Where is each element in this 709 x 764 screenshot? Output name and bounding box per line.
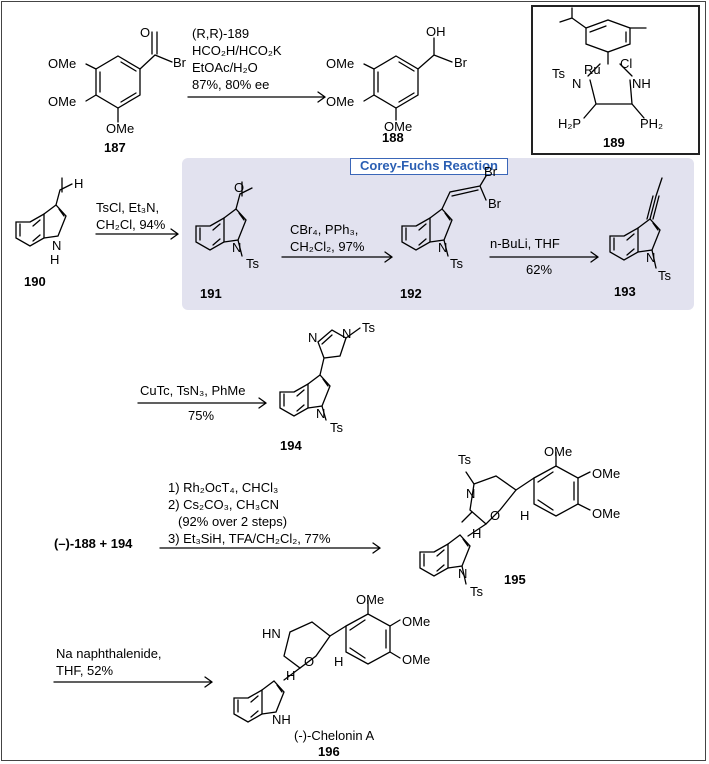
- atom-ome: OMe: [402, 614, 431, 629]
- atom-ru: Ru: [584, 62, 601, 77]
- atom-h: H: [286, 668, 296, 683]
- catalyst-box: [531, 5, 700, 155]
- corey-fuchs-highlight: [182, 158, 694, 310]
- atom-ome: OMe: [48, 56, 77, 71]
- compound-number: 187: [104, 140, 126, 155]
- reaction-arrows: [53, 91, 600, 688]
- reagent-text: 2) Cs₂CO₃, CH₃CN: [168, 497, 279, 512]
- atom-ts: Ts: [362, 320, 375, 335]
- reagent-text: Na naphthalenide,: [56, 646, 162, 661]
- structure-190: [15, 177, 73, 247]
- reagent-text: 3) Et₃SiH, TFA/CH₂Cl₂, 77%: [168, 531, 331, 546]
- atom-nh: N: [52, 238, 62, 253]
- compound-number: 191: [200, 286, 222, 301]
- atom-n: N: [646, 250, 656, 265]
- atom-n: N: [342, 326, 352, 341]
- reagent-text: CH₂Cl, 94%: [96, 217, 166, 232]
- atom-h2p: H₂P: [558, 116, 582, 131]
- reagent-text: EtOAc/H₂O: [192, 60, 258, 75]
- compound-number: 195: [504, 572, 526, 587]
- corey-fuchs-title: Corey-Fuchs Reaction: [350, 158, 508, 175]
- atom-n: N: [466, 486, 476, 501]
- atom-ts: Ts: [450, 256, 463, 271]
- atom-ts: Ts: [246, 256, 259, 271]
- atom-h: H: [50, 252, 60, 267]
- atom-ts: Ts: [658, 268, 671, 283]
- atom-hn: HN: [262, 626, 281, 641]
- atom-ome: OMe: [106, 121, 135, 136]
- yield-text: 75%: [188, 408, 215, 423]
- structure-195: [419, 451, 591, 585]
- atom-ome: OMe: [384, 119, 413, 134]
- reagent-text: (R,R)-189: [192, 26, 250, 41]
- reagent-text: CBr₄, PPh₃,: [290, 222, 359, 237]
- atom-ts: Ts: [330, 420, 343, 435]
- structure-191: [195, 181, 253, 257]
- compound-number: 194: [280, 438, 302, 453]
- atom-br: Br: [484, 164, 497, 179]
- structure-196: [233, 599, 401, 723]
- atom-br: Br: [173, 55, 186, 70]
- atom-o: O: [234, 180, 245, 195]
- atom-n: N: [316, 406, 326, 421]
- atom-o: O: [140, 25, 151, 40]
- atom-ts: Ts: [552, 66, 565, 81]
- atom-br: Br: [488, 196, 501, 211]
- atom-ome: OMe: [326, 56, 355, 71]
- atom-ome: OMe: [402, 652, 431, 667]
- atom-n: N: [232, 240, 242, 255]
- reagent-text: CH₂Cl₂, 97%: [290, 239, 365, 254]
- compound-number: 190: [24, 274, 46, 289]
- atom-hn: NH: [272, 712, 291, 727]
- structure-189: [559, 7, 647, 119]
- atom-ome: OMe: [592, 466, 621, 481]
- atom-ts: Ts: [470, 584, 483, 599]
- product-name: (-)-Chelonin A: [294, 728, 375, 743]
- compound-number: 189: [603, 135, 625, 150]
- structure-188: [363, 37, 453, 121]
- compound-number: 192: [400, 286, 422, 301]
- structure-187: [85, 31, 173, 123]
- compound-number: 188: [382, 130, 404, 145]
- reagent-text: TsCl, Et₃N,: [96, 200, 160, 215]
- atom-ome: OMe: [326, 94, 355, 109]
- structure-192: [401, 175, 487, 257]
- atom-ome: OMe: [48, 94, 77, 109]
- atom-h: H: [74, 176, 84, 191]
- atom-h: H: [334, 654, 344, 669]
- reagent-text: n-BuLi, THF: [490, 236, 560, 251]
- structure-194: [279, 327, 361, 421]
- starting-materials: (–)-188 + 194: [54, 536, 133, 551]
- atom-n: N: [572, 76, 582, 91]
- atom-h: H: [472, 526, 482, 541]
- atom-o: O: [304, 654, 315, 669]
- reagent-text: (92% over 2 steps): [178, 514, 288, 529]
- reagent-text: HCO₂H/HCO₂K: [192, 43, 282, 58]
- reagent-text: THF, 52%: [56, 663, 114, 678]
- atom-n: N: [308, 330, 318, 345]
- atom-o: O: [490, 508, 501, 523]
- atom-n: N: [438, 240, 448, 255]
- reagent-text: CuTc, TsN₃, PhMe: [140, 383, 246, 398]
- atom-n: N: [458, 566, 468, 581]
- yield-text: 87%, 80% ee: [192, 77, 270, 92]
- atom-ome: OMe: [592, 506, 621, 521]
- atom-br: Br: [454, 55, 467, 70]
- compound-number: 196: [318, 744, 340, 759]
- atom-h: H: [520, 508, 530, 523]
- atom-oh: OH: [426, 24, 446, 39]
- structure-193: [609, 177, 663, 269]
- yield-text: 62%: [526, 262, 553, 277]
- compound-number: 193: [614, 284, 636, 299]
- atom-cl: Cl: [620, 56, 633, 71]
- atom-ome: OMe: [544, 444, 573, 459]
- atom-ome: OMe: [356, 592, 385, 607]
- atom-ts: Ts: [458, 452, 471, 467]
- reagent-text: 1) Rh₂OcT₄, CHCl₃: [168, 480, 279, 495]
- atom-ph2: PH₂: [640, 116, 664, 131]
- atom-nh: NH: [632, 76, 651, 91]
